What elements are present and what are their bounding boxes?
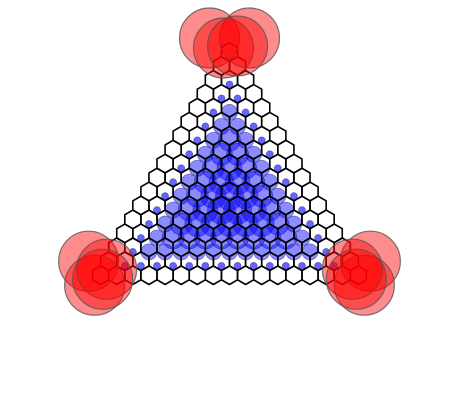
bulk-density-sphere <box>257 136 266 145</box>
bulk-density-sphere <box>193 136 202 145</box>
bulk-density-sphere <box>314 261 322 270</box>
corner-density-sphere-top <box>192 17 255 79</box>
hexagon-cell <box>268 265 287 286</box>
bulk-density-sphere <box>209 108 218 117</box>
bulk-density-sphere <box>281 261 290 270</box>
hexagon-cell <box>285 265 303 286</box>
hexagon-cell <box>172 265 191 286</box>
hexagon-cell <box>301 265 319 286</box>
bulk-density-sphere <box>249 122 258 131</box>
bulk-density-sphere <box>137 261 145 270</box>
corner-density-sphere-bottom-left <box>58 230 120 292</box>
corner-density-sphere-bottom-right <box>325 248 387 310</box>
bulk-density-sphere <box>137 234 145 242</box>
bulk-density-sphere <box>265 150 274 159</box>
bulk-density-sphere <box>185 150 194 159</box>
bulk-density-sphere <box>298 206 306 215</box>
hexagon-cell <box>220 265 239 286</box>
bulk-density-sphere <box>145 220 153 228</box>
corner-density-sphere-bottom-right <box>321 238 383 300</box>
corner-density-sphere-top <box>206 15 269 77</box>
corner-density-sphere-bottom-right <box>339 230 401 292</box>
corner-density-sphere-bottom-left <box>72 248 134 310</box>
bulk-density-sphere <box>169 178 178 187</box>
hexagon-cell <box>156 265 174 286</box>
honeycomb-lattice <box>91 41 368 286</box>
hexagon-cell <box>252 265 271 286</box>
hexagon-cell <box>349 265 368 286</box>
bulk-density-sphere <box>233 261 242 270</box>
bulk-density-sphere <box>153 261 161 270</box>
bulk-density-sphere <box>314 234 322 242</box>
bulk-density-sphere <box>153 206 161 215</box>
corner-density-sphere-bottom-left <box>64 254 126 316</box>
bulk-density-sphere <box>249 261 258 270</box>
bulk-density-sphere <box>217 94 226 103</box>
hexagon-cell <box>188 265 207 286</box>
bulk-density-sphere <box>290 192 298 201</box>
hexagon-cell <box>140 265 158 286</box>
corner-density-sphere-bottom-left <box>76 238 138 300</box>
bulk-density-sphere <box>306 220 314 228</box>
corner-density-spheres <box>58 7 401 316</box>
hexagon-cell <box>236 265 255 286</box>
bulk-density-sphere <box>241 108 250 117</box>
bulk-density-sphere <box>281 178 290 187</box>
bulk-density-sphere <box>298 261 306 270</box>
hexagon-cell <box>204 265 223 286</box>
bulk-density-sphere <box>185 261 194 270</box>
bulk-density-sphere <box>233 94 242 103</box>
bulk-density-sphere <box>265 261 274 270</box>
bulk-density-sphere <box>201 122 210 131</box>
bulk-density-sphere <box>120 261 129 270</box>
bulk-density-sphere <box>201 261 210 270</box>
bulk-density-sphere <box>225 80 234 89</box>
corner-density-sphere-bottom-right <box>333 254 395 316</box>
bulk-density-sphere <box>217 261 226 270</box>
corner-density-sphere-top <box>178 7 241 69</box>
bulk-density-spheres <box>120 80 339 270</box>
bulk-density-sphere <box>169 261 178 270</box>
bulk-density-sphere <box>273 164 282 173</box>
bulk-density-sphere <box>330 261 339 270</box>
corner-density-sphere-top <box>218 7 281 69</box>
bulk-density-sphere <box>161 192 169 201</box>
bulk-density-sphere <box>177 164 186 173</box>
